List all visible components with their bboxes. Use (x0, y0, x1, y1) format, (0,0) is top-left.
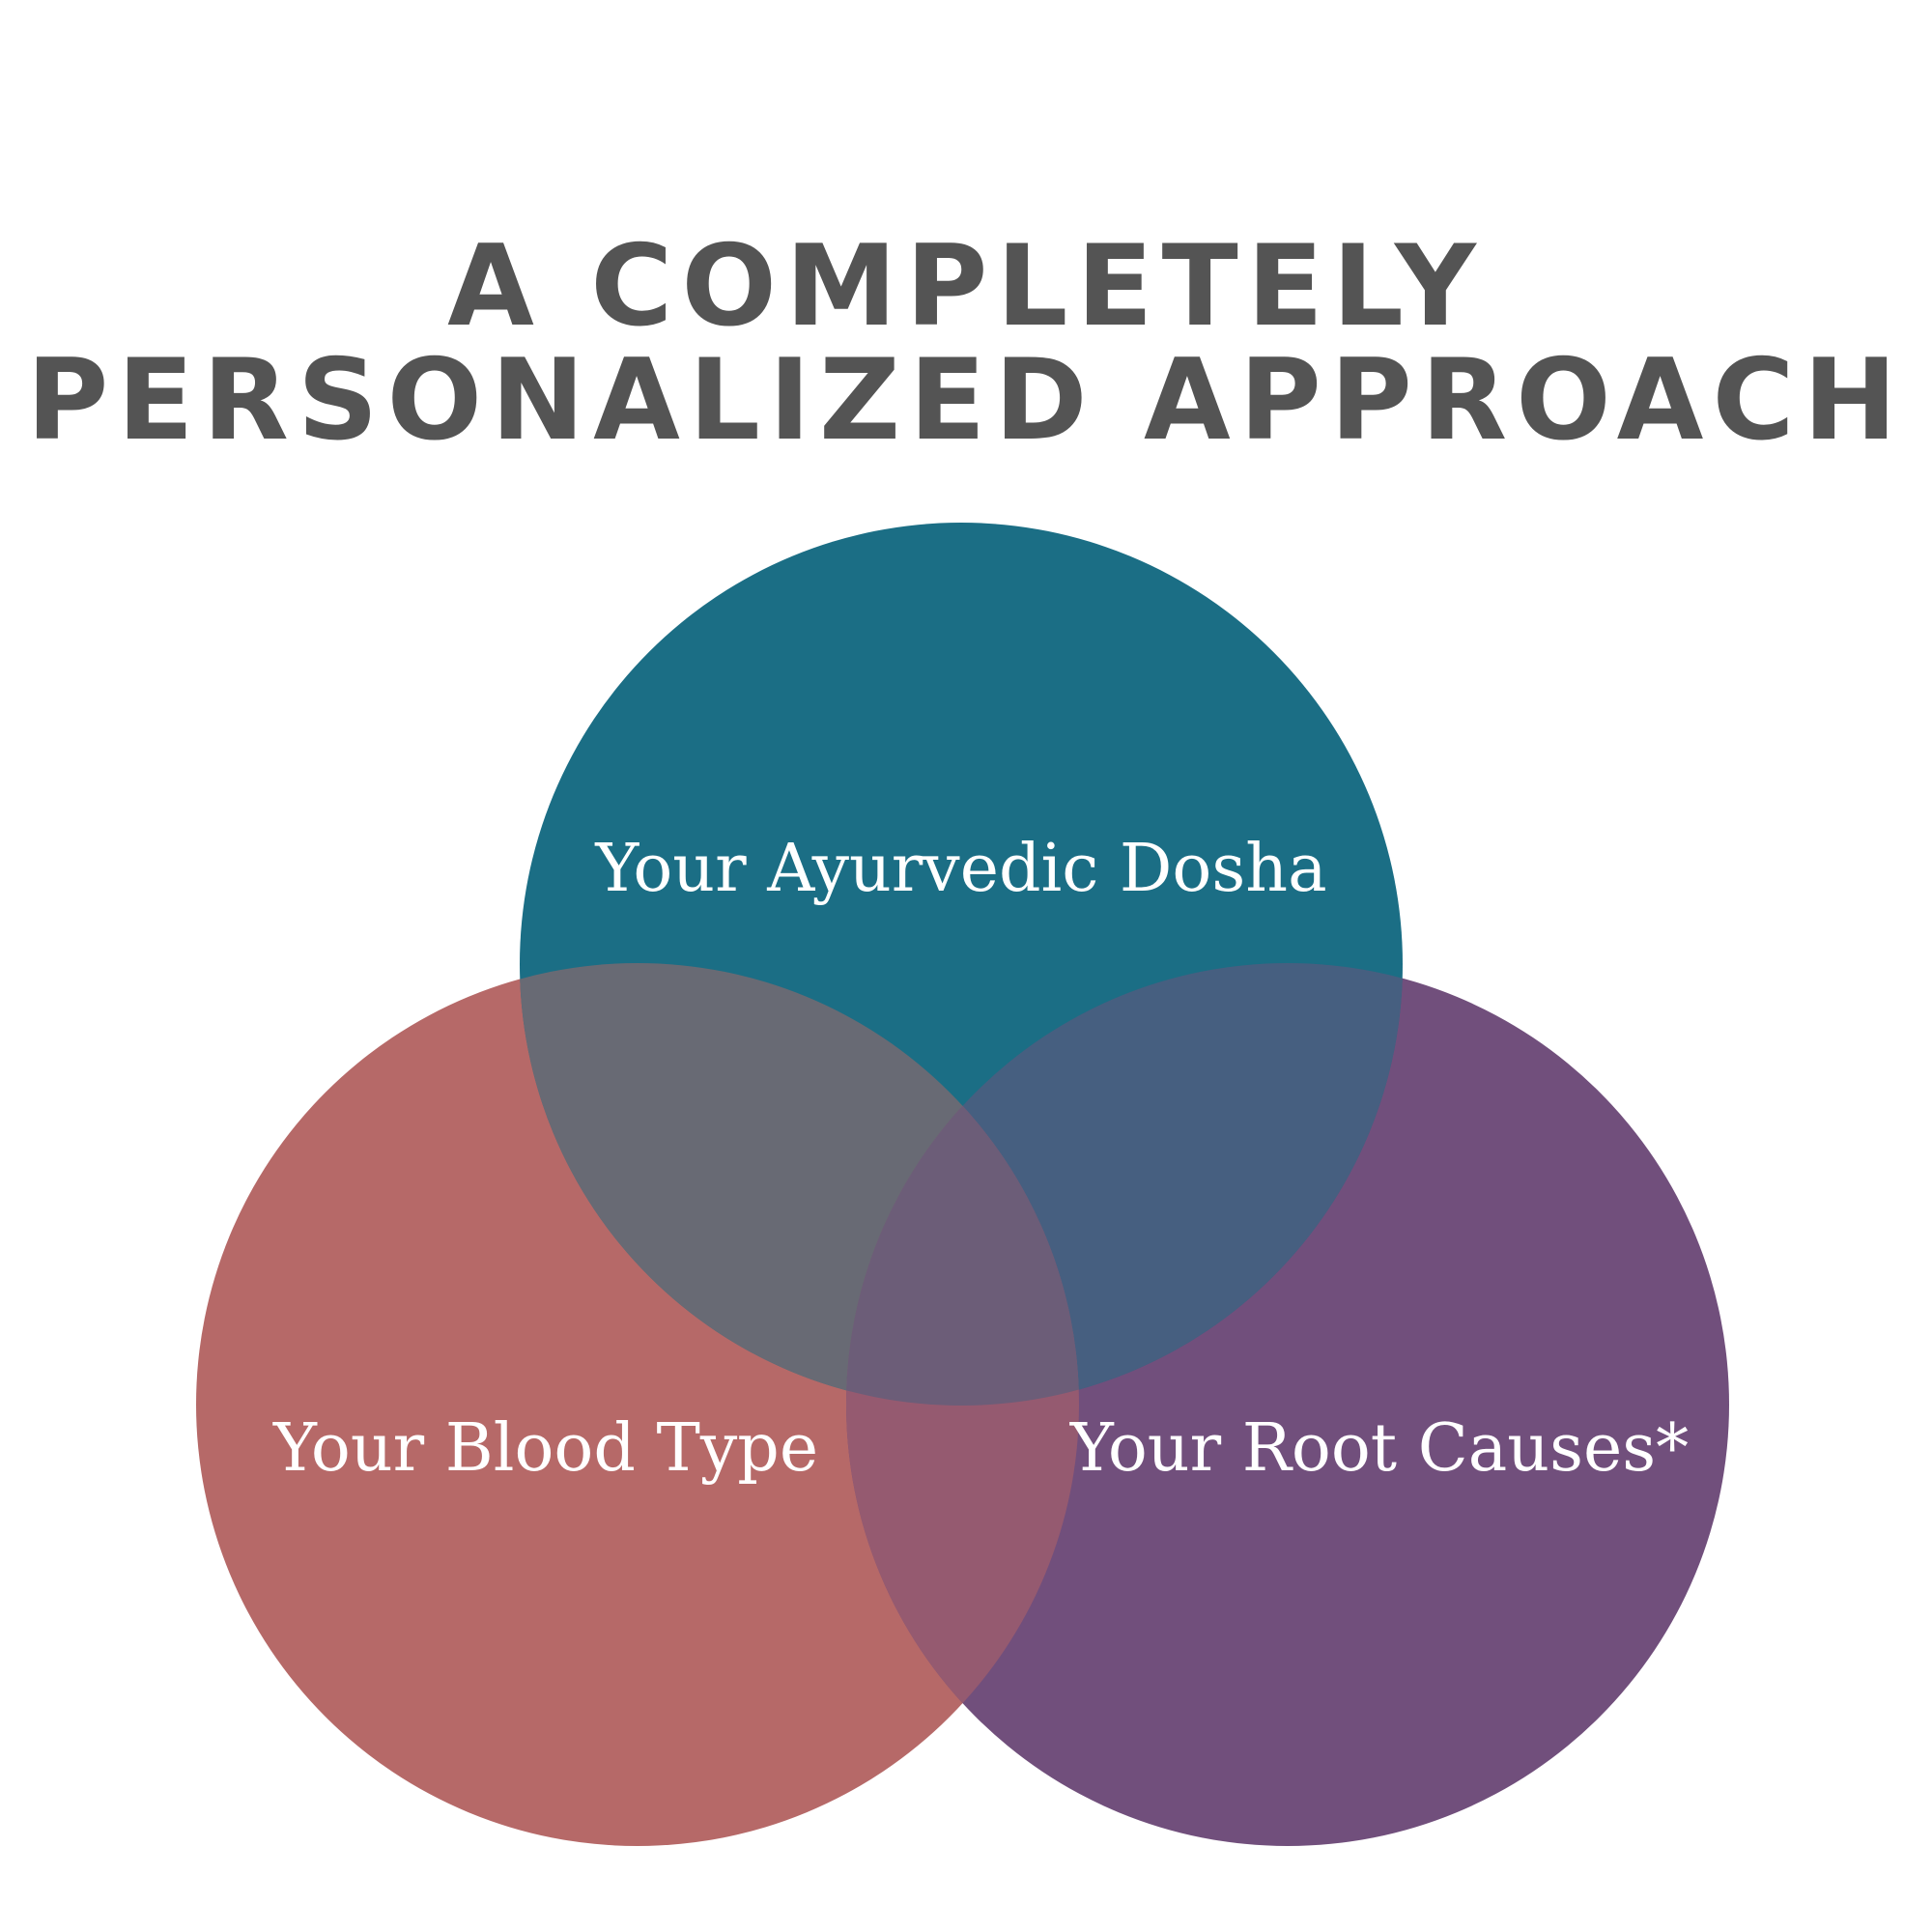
title-line-1: A COMPLETELY (447, 221, 1485, 352)
title-line-2: PERSONALIZED APPROACH (26, 335, 1906, 466)
label-blood-type: Your Blood Type (272, 1410, 818, 1487)
page-title: A COMPLETELY PERSONALIZED APPROACH (0, 230, 1932, 458)
label-root-causes: Your Root Causes* (1069, 1410, 1689, 1487)
label-ayurvedic-dosha: Your Ayurvedic Dosha (594, 831, 1326, 907)
